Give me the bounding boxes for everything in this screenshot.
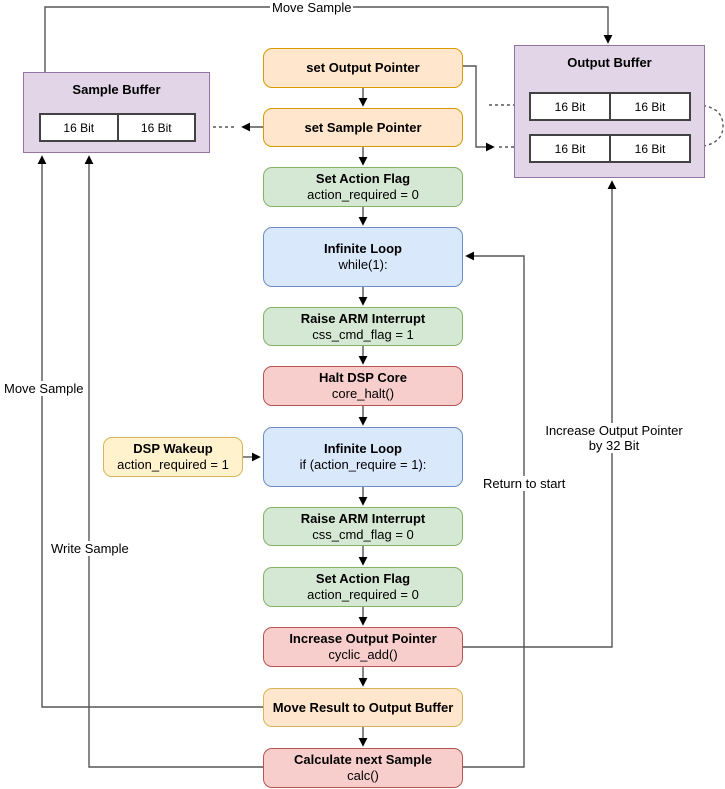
node-subtitle: action_required = 0 [307,587,419,602]
buffer-cell: 16 Bit [531,94,609,119]
node-subtitle: while(1): [338,257,388,272]
node-infinite-loop-if: Infinite Loop if (action_require = 1): [263,427,463,487]
edge-label-move-sample-left: Move Sample [2,381,86,396]
node-increase-output-pointer: Increase Output Pointer cyclic_add() [263,627,463,667]
node-set-sample-pointer: set Sample Pointer [263,108,463,147]
node-halt-dsp-core: Halt DSP Core core_halt() [263,366,463,406]
node-title: Raise ARM Interrupt [300,310,426,326]
edge-move-sample-left [37,155,263,708]
node-subtitle: css_cmd_flag = 1 [312,326,414,342]
node-subtitle: calc() [347,768,379,783]
buffer-cell: 16 Bit [531,136,609,161]
node-move-result-to-output-buffer: Move Result to Output Buffer [263,688,463,727]
edge-label-increase-pointer-line1: Increase Output Pointer [545,423,683,438]
node-title: Move Result to Output Buffer [272,699,454,715]
edge-output-cyclic-arc [690,100,724,148]
edge-write-sample [84,155,263,768]
node-set-action-flag-2: Set Action Flag action_required = 0 [263,567,463,607]
node-calculate-next-sample: Calculate next Sample calc() [263,748,463,788]
output-buffer-row2: 16 Bit 16 Bit [529,134,691,163]
sample-buffer: Sample Buffer 16 Bit 16 Bit [23,72,210,153]
node-title: Infinite Loop [324,441,402,456]
node-title: Halt DSP Core [319,370,407,385]
edge-label-move-sample-top: Move Sample [270,0,354,15]
edge-set-output-pointer-solid [463,65,495,152]
node-dsp-wakeup: DSP Wakeup action_required = 1 [103,437,243,477]
output-buffer: Output Buffer 16 Bit 16 Bit 16 Bit 16 Bi… [514,45,705,178]
edge-label-return-to-start: Return to start [481,476,568,491]
node-raise-arm-interrupt-0: Raise ARM Interrupt css_cmd_flag = 0 [263,507,463,546]
edge-label-write-sample: Write Sample [49,541,131,556]
output-buffer-row1: 16 Bit 16 Bit [529,92,691,121]
node-infinite-loop-while: Infinite Loop while(1): [263,227,463,287]
sample-buffer-cells: 16 Bit 16 Bit [39,113,196,142]
buffer-cell: 16 Bit [41,115,117,140]
edge-label-increase-pointer: Increase Output Pointer by 32 Bit [540,423,688,453]
node-subtitle: cyclic_add() [328,647,398,662]
node-subtitle: core_halt() [331,386,395,401]
node-set-output-pointer: set Output Pointer [263,48,463,88]
sample-buffer-title: Sample Buffer [72,82,161,97]
edge-label-increase-pointer-line2: by 32 Bit [588,438,640,453]
node-title: Calculate next Sample [294,752,432,767]
node-title: Set Action Flag [315,171,411,186]
node-title: set Sample Pointer [304,119,422,135]
node-title: Raise ARM Interrupt [300,510,426,526]
node-subtitle: css_cmd_flag = 0 [312,526,414,542]
node-subtitle: action_required = 1 [117,457,229,472]
edge-increase-by-32bit [463,180,617,648]
output-buffer-title: Output Buffer [567,55,652,70]
node-title: DSP Wakeup [133,441,213,456]
node-subtitle: action_required = 0 [307,187,419,202]
buffer-cell: 16 Bit [116,115,194,140]
node-title: Infinite Loop [324,241,402,256]
buffer-cell: 16 Bit [609,94,689,119]
edge-return-to-start [463,251,525,768]
node-raise-arm-interrupt-1: Raise ARM Interrupt css_cmd_flag = 1 [263,307,463,346]
node-title: set Output Pointer [306,60,420,75]
buffer-cell: 16 Bit [609,136,689,161]
node-set-action-flag-1: Set Action Flag action_required = 0 [263,167,463,207]
node-title: Set Action Flag [315,571,411,586]
node-title: Increase Output Pointer [289,631,437,646]
node-subtitle: if (action_require = 1): [299,457,427,472]
